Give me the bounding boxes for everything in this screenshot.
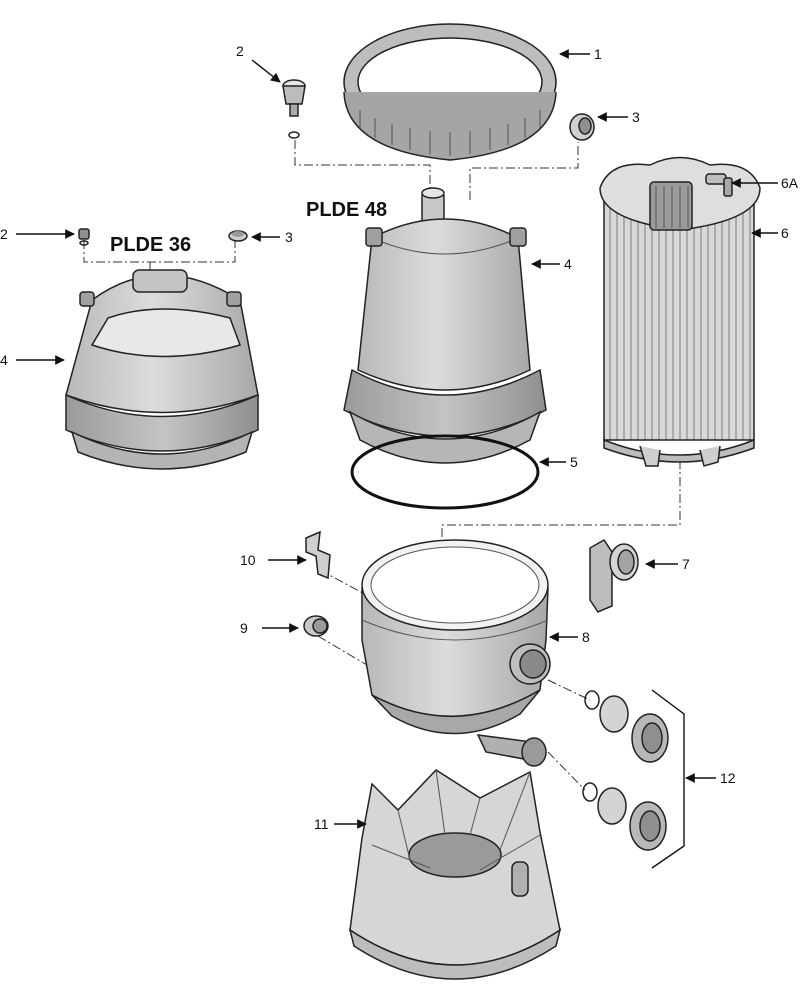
filter-lid-plde48-part-4 [343, 187, 547, 464]
callout-7: 7 [682, 556, 690, 572]
filter-base-part-11 [348, 769, 562, 980]
gauge-part-3-plde36 [228, 230, 248, 242]
retainer-clip-part-10 [305, 530, 331, 580]
callout-9: 9 [240, 620, 248, 636]
filter-lid-plde36-part-4 [65, 269, 259, 470]
callout-8: 8 [582, 629, 590, 645]
model-label-plde36: PLDE 36 [110, 234, 191, 256]
callout-11: 11 [314, 816, 329, 832]
callout-leaders [16, 49, 778, 829]
callout-4-left: 4 [0, 352, 8, 368]
callout-3-left: 3 [285, 229, 293, 245]
union-fittings-part-12 [582, 689, 685, 869]
callout-2-left: 2 [0, 226, 8, 242]
callout-12: 12 [720, 770, 736, 786]
callout-3-top: 3 [632, 109, 640, 125]
drain-bracket-part-7 [589, 539, 639, 613]
callout-2-top: 2 [236, 43, 244, 59]
model-label-plde48: PLDE 48 [306, 199, 387, 221]
callout-6a: 6A [781, 175, 799, 191]
fitting-part-6a [705, 173, 733, 197]
filter-tank-part-8 [361, 539, 551, 767]
o-ring-part-5 [350, 434, 540, 510]
air-relief-valve-part-2 [282, 79, 306, 139]
locking-ring-part-1 [343, 23, 557, 161]
callout-6: 6 [781, 225, 789, 241]
filter-cartridge-part-6 [599, 156, 761, 467]
gauge-part-3 [569, 113, 595, 141]
callout-10: 10 [240, 552, 256, 568]
callout-5: 5 [570, 454, 578, 470]
callout-4-center: 4 [564, 256, 572, 272]
callout-1: 1 [594, 46, 602, 62]
drain-plug-part-9 [303, 615, 329, 637]
air-relief-valve-part-2-plde36 [78, 228, 90, 246]
